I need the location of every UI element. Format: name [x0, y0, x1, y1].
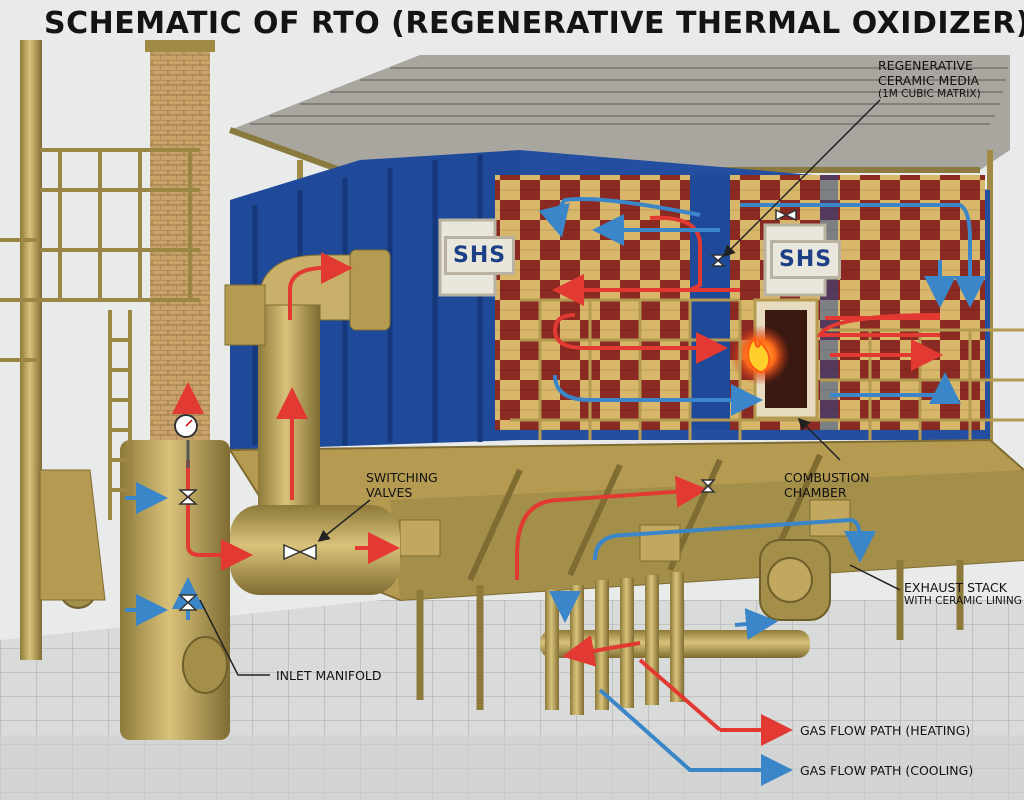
leader-lines	[199, 99, 901, 676]
label-exhaust-stack: EXHAUST STACK WITH CERAMIC LINING	[904, 580, 1022, 607]
label-inlet-manifold: INLET MANIFOLD	[276, 668, 382, 683]
heating-flow-lines	[172, 215, 943, 746]
left-platform-railing	[0, 148, 200, 520]
label-switching-valves: SWITCHING VALVES	[366, 470, 438, 500]
brand-plate-left: SHS	[444, 236, 516, 275]
cooling-flow-lines	[125, 197, 986, 786]
label-combustion-chamber: COMBUSTION CHAMBER	[784, 470, 870, 500]
legend-cooling: GAS FLOW PATH (COOLING)	[800, 763, 974, 778]
label-ceramic-media: REGENERATIVE CERAMIC MEDIA (1M CUBIC MAT…	[878, 58, 981, 100]
legend-heating: GAS FLOW PATH (HEATING)	[800, 723, 971, 738]
brand-plate-right: SHS	[770, 240, 842, 279]
page-title: SCHEMATIC OF RTO (REGENERATIVE THERMAL O…	[44, 6, 1024, 41]
flame-icon	[747, 335, 771, 374]
valve-icon	[178, 208, 797, 611]
pressure-gauge-icon	[174, 414, 198, 468]
combustion-chamber	[730, 298, 819, 420]
upper-walkway-railing	[510, 298, 1024, 440]
